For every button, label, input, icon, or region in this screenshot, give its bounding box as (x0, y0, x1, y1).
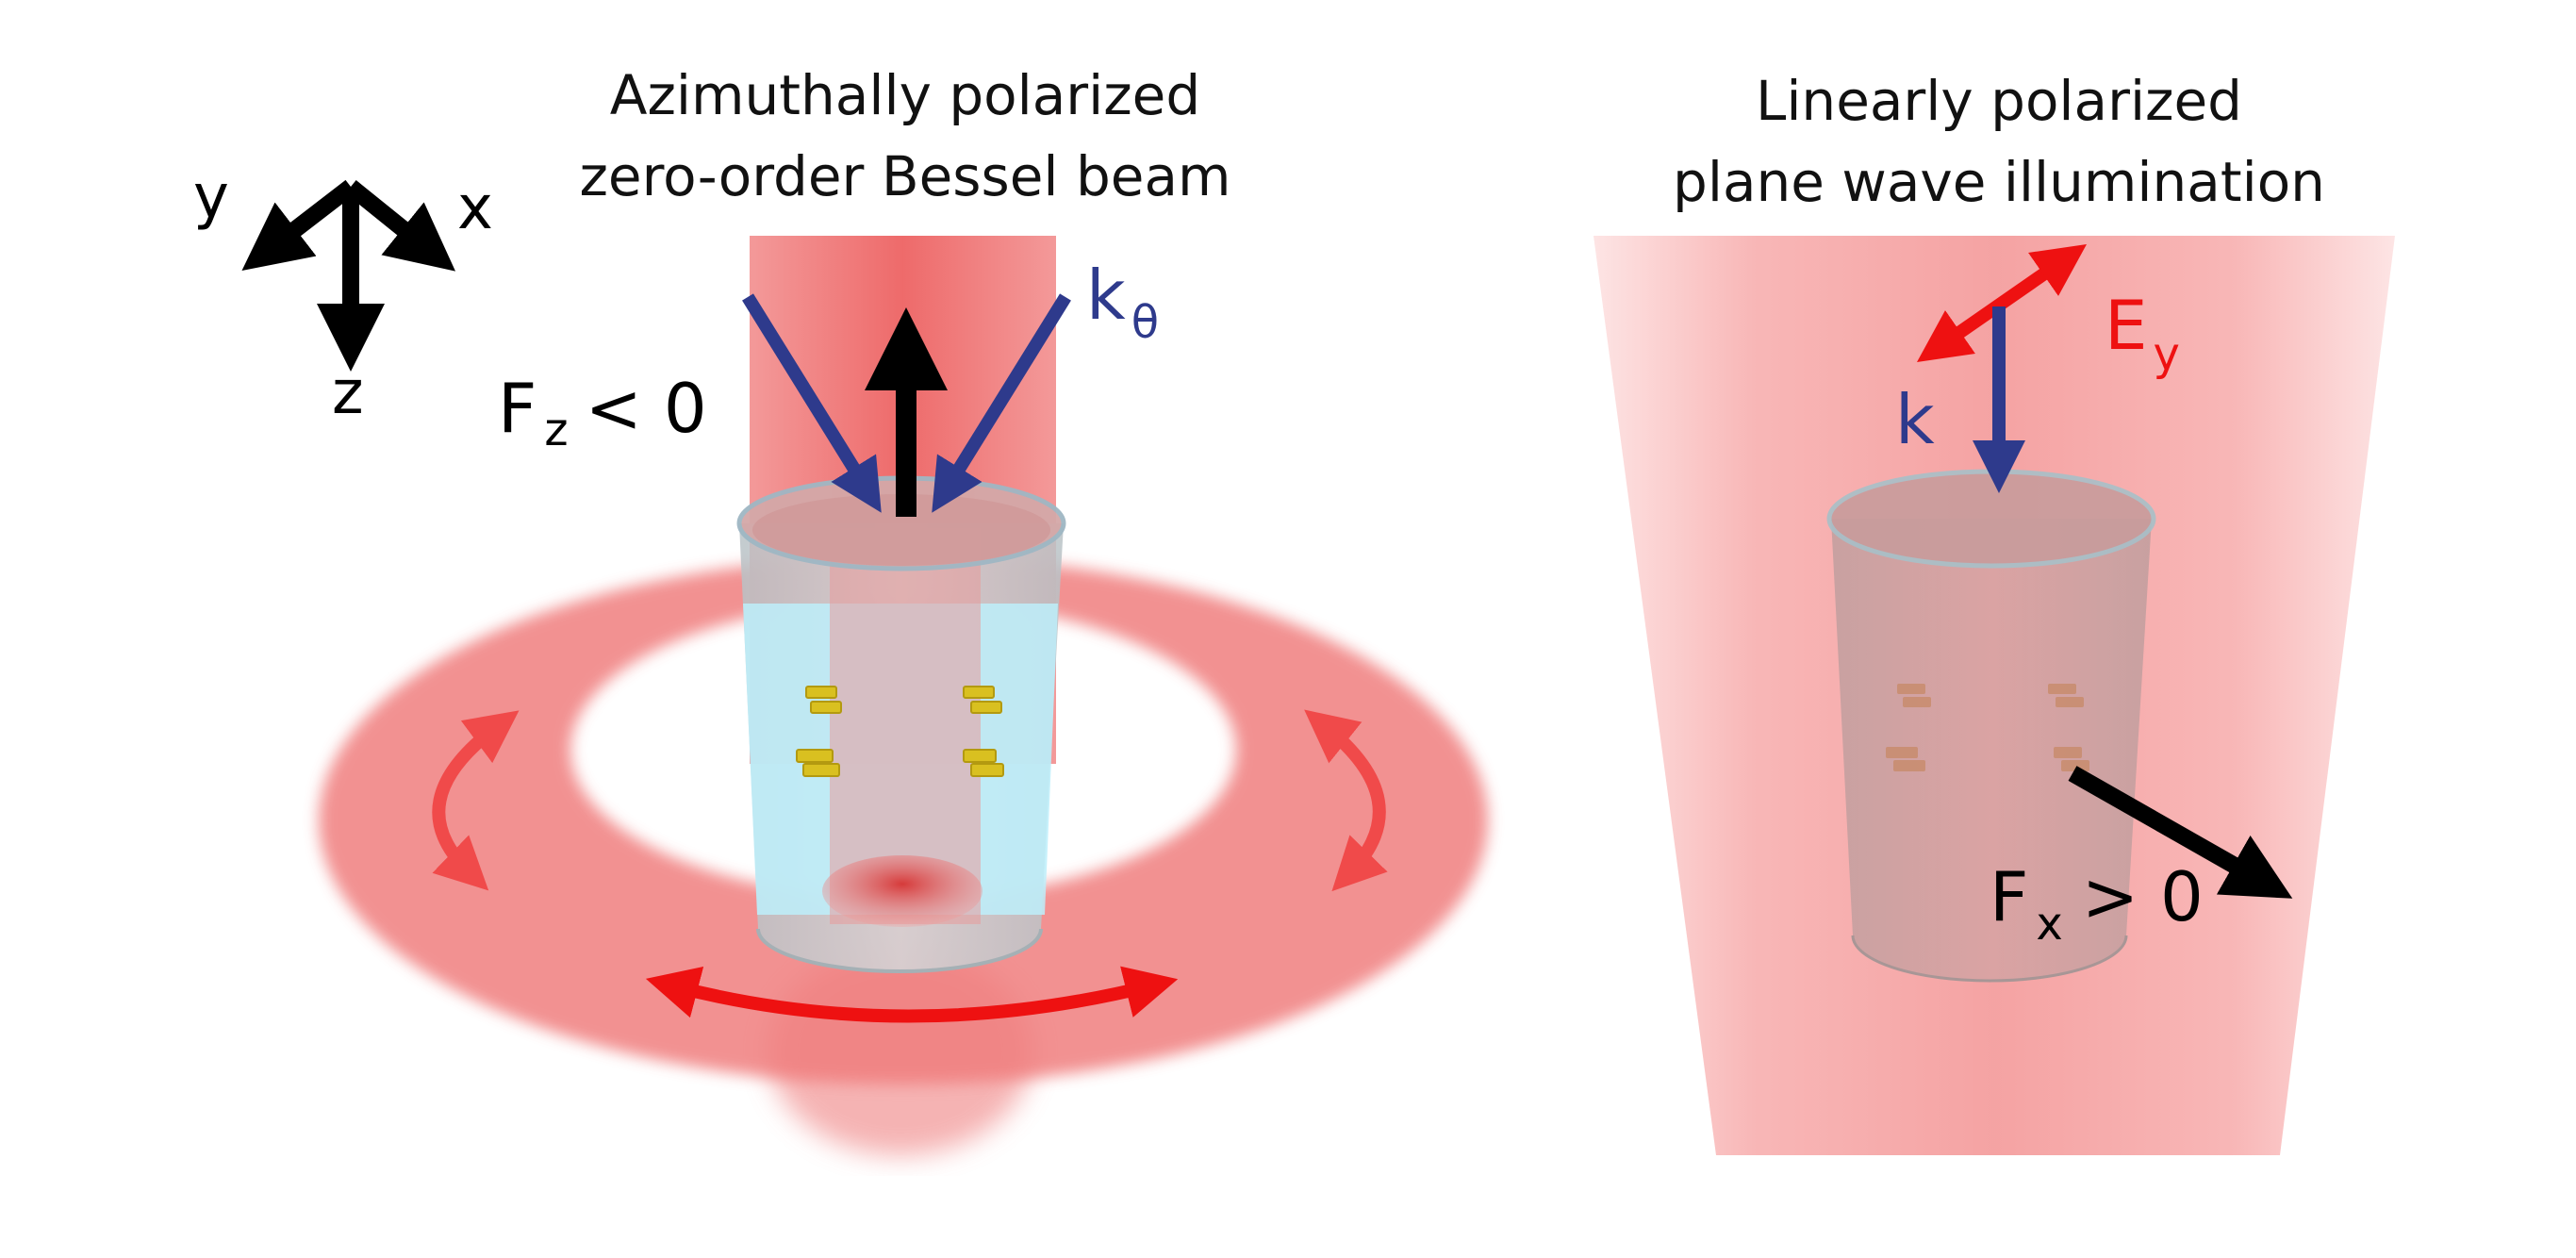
axis-y-label: y (193, 162, 229, 232)
axis-y-arrow (241, 179, 356, 271)
k-theta-subscript: θ (1131, 296, 1159, 349)
k-theta-arrow-left (742, 293, 882, 513)
holder-right-top (1826, 469, 2156, 569)
left-panel-title: Azimuthally polarized zero-order Bessel … (528, 55, 1282, 217)
holder-right-body (1831, 519, 2152, 981)
nanoparticles-left (796, 686, 1004, 777)
sample-holder (736, 475, 1066, 973)
fz-relation: < 0 (586, 369, 707, 448)
fx-force-arrow (2068, 766, 2293, 899)
fx-relation: > 0 (2082, 857, 2204, 936)
azimuthal-arrow-left (432, 710, 520, 891)
ey-subscript: y (2154, 328, 2180, 381)
left-title-line2: zero-order Bessel beam (579, 144, 1231, 208)
right-title-line1: Linearly polarized (1756, 69, 2242, 133)
k-theta-arrow-right (932, 293, 1071, 513)
fz-symbol: F (498, 369, 537, 448)
right-title-line2: plane wave illumination (1673, 150, 2325, 214)
bessel-ring (319, 556, 1488, 1084)
coordinate-axes: y x z (193, 162, 493, 428)
axis-z-label: z (332, 358, 364, 428)
focal-spot (822, 855, 983, 927)
ey-symbol: E (2105, 286, 2148, 365)
axis-x-label: x (457, 174, 493, 243)
k-label: k (1895, 380, 1935, 459)
fx-symbol: F (1990, 857, 2028, 936)
holder-right-bottom (1851, 935, 2128, 983)
k-theta-symbol: k (1086, 256, 1126, 335)
azimuthal-arrow-right (1304, 709, 1388, 892)
right-panel-title: Linearly polarized plane wave illuminati… (1584, 60, 2414, 223)
axis-x-arrow (345, 179, 456, 272)
left-title-line1: Azimuthally polarized (609, 63, 1201, 127)
fx-subscript: x (2036, 898, 2062, 951)
azimuthal-arrow-bottom (645, 966, 1179, 1023)
sample-holder-right (1826, 469, 2156, 983)
ey-field-arrow (1916, 244, 2088, 362)
nanoparticles-right (1886, 684, 2089, 771)
fz-subscript: z (544, 404, 568, 456)
